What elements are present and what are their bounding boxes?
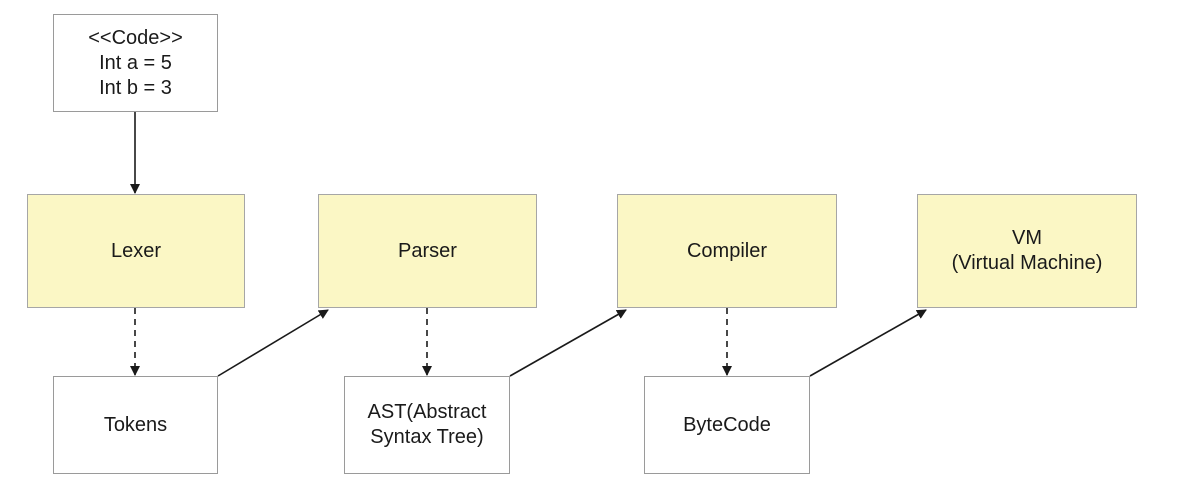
compiler-box: Compiler	[617, 194, 837, 308]
bytecode-box: ByteCode	[644, 376, 810, 474]
vm-box: VM (Virtual Machine)	[917, 194, 1137, 308]
code-box-line: Int b = 3	[99, 76, 172, 99]
lexer-label: Lexer	[110, 239, 162, 262]
arrow-ast-to-compiler	[509, 309, 627, 377]
code-box-line: Int a = 5	[99, 51, 172, 74]
arrow-bytecode-to-vm	[809, 309, 927, 377]
vm-label: VM	[1012, 227, 1042, 249]
compiler-label: Compiler	[686, 239, 768, 262]
tokens-label: Tokens	[103, 413, 168, 436]
parser-label: Parser	[398, 239, 457, 262]
parser-box: Parser	[318, 194, 537, 308]
lexer-box: Lexer	[27, 194, 245, 308]
bytecode-label: ByteCode	[683, 413, 771, 436]
ast-label-line: AST(Abstract	[367, 401, 487, 423]
vm-sublabel: (Virtual Machine)	[951, 252, 1103, 274]
tokens-box: Tokens	[53, 376, 218, 474]
code-box: <<Code>> Int a = 5 Int b = 3	[53, 14, 218, 112]
code-box-line: <<Code>>	[88, 26, 183, 49]
ast-box: AST(Abstract Syntax Tree)	[344, 376, 510, 474]
ast-label-line: Syntax Tree)	[370, 426, 484, 448]
arrow-tokens-to-parser	[217, 309, 329, 377]
